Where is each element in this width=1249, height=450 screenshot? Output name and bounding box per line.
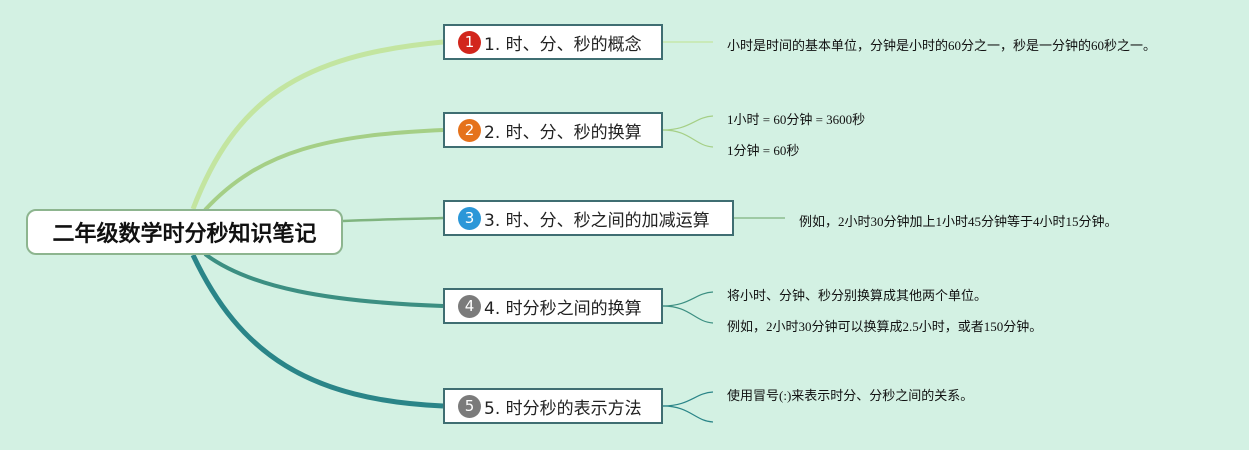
connector-branch-2-leaf-1 xyxy=(662,115,714,131)
branch-topic-label: 1. 时、分、秒的概念 xyxy=(484,34,642,55)
connector-branch-2-leaf-2 xyxy=(662,129,714,148)
branch-topic-3[interactable]: 3 3. 时、分、秒之间的加减运算 xyxy=(443,200,734,236)
leaf-topic-3-1[interactable]: 例如，2小时30分钟加上1小时45分钟等于4小时15分钟。 xyxy=(799,214,1118,229)
connector-branch-5-leaf-1 xyxy=(662,391,714,407)
connector-root-branch-2 xyxy=(203,128,444,212)
branch-topic-label: 2. 时、分、秒的换算 xyxy=(484,122,642,143)
branch-topic-4[interactable]: 4 4. 时分秒之间的换算 xyxy=(443,288,663,324)
leaf-topic-4-2[interactable]: 例如，2小时30分钟可以换算成2.5小时，或者150分钟。 xyxy=(727,319,1043,334)
root-topic-label: 二年级数学时分秒知识笔记 xyxy=(52,222,317,247)
number-badge-icon: 5 xyxy=(458,394,481,418)
leaf-topic-1-1[interactable]: 小时是时间的基本单位，分钟是小时的60分之一，秒是一分钟的60秒之一。 xyxy=(727,38,1157,53)
branch-topic-2[interactable]: 2 2. 时、分、秒的换算 xyxy=(443,112,663,148)
leaf-topic-5-1[interactable]: 使用冒号(:)来表示时分、分秒之间的关系。 xyxy=(727,388,974,403)
number-badge-icon: 3 xyxy=(458,206,481,230)
branch-topic-label: 5. 时分秒的表示方法 xyxy=(484,398,642,419)
connector-root-branch-5 xyxy=(190,253,444,409)
connector-root-branch-4 xyxy=(203,252,444,308)
branch-topic-5[interactable]: 5 5. 时分秒的表示方法 xyxy=(443,388,663,424)
connector-root-branch-3 xyxy=(342,216,444,223)
branch-topic-1[interactable]: 1 1. 时、分、秒的概念 xyxy=(443,24,663,60)
number-badge-icon: 1 xyxy=(458,30,481,54)
connector-branch-4-leaf-2 xyxy=(662,305,714,324)
number-badge-icon: 2 xyxy=(458,118,481,142)
number-badge-icon: 4 xyxy=(458,294,481,318)
connector-branch-5-leaf-2 xyxy=(662,405,714,423)
leaf-topic-2-2[interactable]: 1分钟 = 60秒 xyxy=(727,143,800,158)
root-topic[interactable]: 二年级数学时分秒知识笔记 xyxy=(26,209,343,255)
connector-root-branch-1 xyxy=(190,39,444,210)
leaf-topic-4-1[interactable]: 将小时、分钟、秒分别换算成其他两个单位。 xyxy=(727,288,988,303)
connector-branch-4-leaf-1 xyxy=(662,291,714,307)
branch-topic-label: 3. 时、分、秒之间的加减运算 xyxy=(484,210,710,231)
branch-topic-label: 4. 时分秒之间的换算 xyxy=(484,298,642,319)
leaf-topic-2-1[interactable]: 1小时 = 60分钟 = 3600秒 xyxy=(727,112,866,127)
